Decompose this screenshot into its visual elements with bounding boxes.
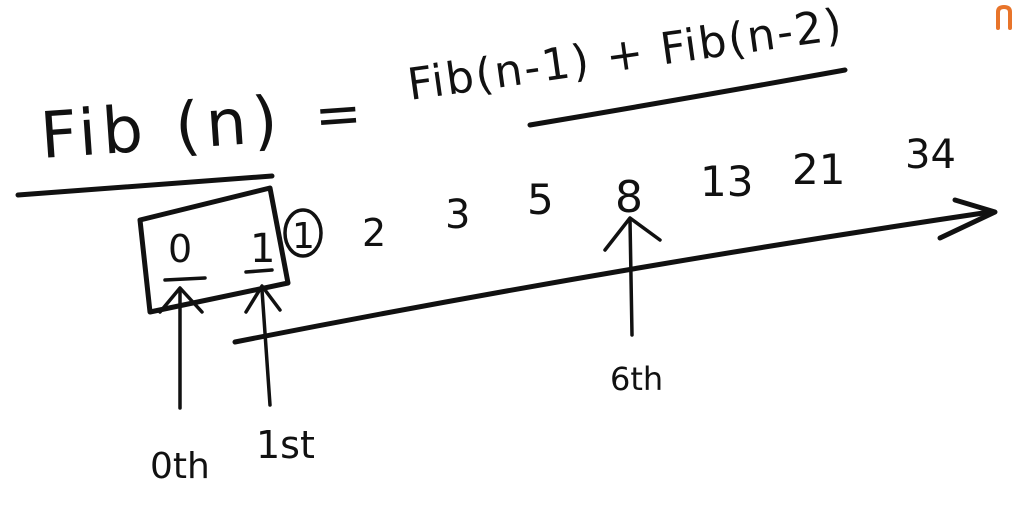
sequence-4: 3	[445, 192, 470, 238]
label-zeroth: 0th	[150, 446, 210, 487]
sequence-0-underline	[163, 276, 207, 282]
sixth-pointer-line	[628, 218, 634, 337]
sequence-5: 5	[527, 175, 554, 224]
sequence-arrow-head	[937, 197, 998, 241]
sequence-2: 1	[292, 216, 315, 257]
label-sixth: 6th	[610, 360, 663, 398]
equals-sign: =	[312, 81, 363, 149]
sequence-6: 8	[615, 172, 643, 223]
zeroth-pointer-head	[158, 286, 204, 314]
corner-logo-icon	[996, 4, 1012, 30]
sequence-1: 1	[250, 226, 275, 272]
formula-rhs: Fib(n-1) + Fib(n-2)	[404, 0, 846, 111]
formula-lhs: Fib (n)	[38, 83, 286, 174]
sequence-3: 2	[362, 211, 386, 255]
first-pointer-head	[244, 284, 282, 314]
label-first: 1st	[256, 423, 315, 467]
formula-rhs-underline	[527, 67, 848, 128]
sequence-8: 21	[792, 145, 845, 194]
sequence-7: 13	[700, 157, 753, 206]
formula-lhs-underline	[15, 173, 275, 198]
sequence-9: 34	[905, 132, 956, 178]
base-case-box	[137, 185, 291, 315]
sequence-0: 0	[168, 227, 192, 271]
sequence-1-underline	[244, 268, 274, 274]
sixth-pointer-head	[603, 216, 662, 252]
sequence-arrow-line	[232, 209, 993, 345]
first-pointer-line	[260, 288, 272, 407]
sequence-2-circle	[283, 208, 323, 258]
